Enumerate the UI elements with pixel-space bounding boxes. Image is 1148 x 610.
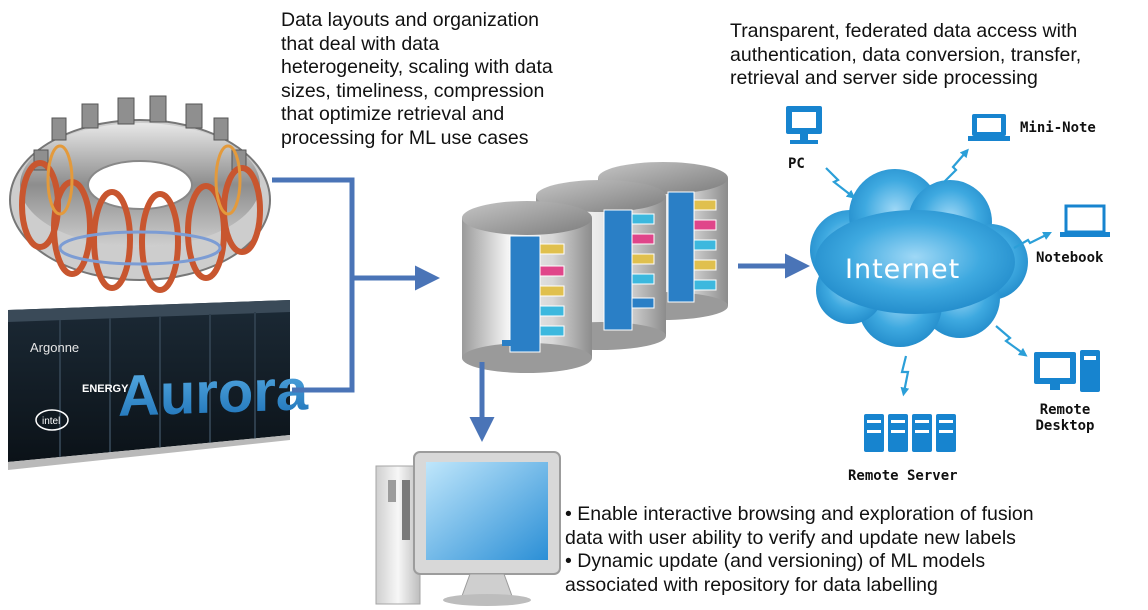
remote-desktop-label-line: Desktop bbox=[1035, 418, 1095, 434]
notebook-label: Notebook bbox=[1036, 250, 1104, 266]
intel-logo-text: intel bbox=[42, 416, 60, 427]
source-connectors bbox=[272, 177, 440, 393]
storage-database-stack bbox=[462, 162, 728, 373]
browse-caption-line: • Enable interactive browsing and explor… bbox=[565, 503, 1034, 525]
energy-logo-text: ENERGY bbox=[82, 383, 129, 395]
browse-caption-line: data with user ability to verify and upd… bbox=[565, 526, 1016, 549]
remote-desktop-icon bbox=[1034, 350, 1100, 392]
workstation-image bbox=[375, 451, 561, 606]
access-caption-line: Transparent, federated data access with bbox=[730, 20, 1078, 42]
storage-caption-line: processing for ML use cases bbox=[281, 126, 529, 149]
mini-note-label: Mini-Note bbox=[1020, 120, 1096, 136]
network-links bbox=[825, 148, 1052, 397]
tokamak-image bbox=[9, 95, 271, 293]
access-caption-line: retrieval and server side processing bbox=[730, 67, 1038, 90]
storage-caption-line: Data layouts and organization bbox=[281, 9, 540, 31]
pc-label: PC bbox=[788, 156, 805, 172]
storage-caption-line: that deal with data bbox=[281, 32, 440, 55]
argonne-logo-text: Argonne bbox=[30, 340, 79, 355]
storage-caption-line: sizes, timeliness, compression bbox=[281, 79, 545, 102]
storage-caption: Data layouts and organization that deal … bbox=[281, 9, 553, 151]
remote-server-icon bbox=[864, 414, 956, 452]
database-cylinder-1 bbox=[462, 201, 592, 373]
browse-caption-line: • Dynamic update (and versioning) of ML … bbox=[565, 550, 986, 573]
access-caption: Transparent, federated data access with … bbox=[730, 20, 1081, 91]
pc-icon bbox=[786, 106, 822, 144]
mini-note-icon bbox=[968, 114, 1010, 141]
remote-desktop-label: Remote Desktop bbox=[1030, 402, 1100, 434]
remote-server-label: Remote Server bbox=[848, 468, 958, 484]
browse-caption-line: associated with repository for data labe… bbox=[565, 573, 938, 596]
browse-caption: • Enable interactive browsing and explor… bbox=[565, 503, 1034, 597]
internet-cloud: Internet bbox=[810, 169, 1028, 347]
storage-caption-line: that optimize retrieval and bbox=[281, 103, 505, 126]
internet-label: Internet bbox=[845, 254, 960, 285]
access-caption-line: authentication, data conversion, transfe… bbox=[730, 43, 1082, 66]
aurora-logo-text: Aurora bbox=[118, 357, 309, 429]
notebook-icon bbox=[1060, 204, 1110, 237]
storage-caption-line: heterogeneity, scaling with data bbox=[281, 56, 553, 79]
aurora-supercomputer-image: Aurora Argonne ENERGY intel bbox=[8, 300, 309, 470]
remote-desktop-label-line: Remote bbox=[1039, 402, 1091, 418]
